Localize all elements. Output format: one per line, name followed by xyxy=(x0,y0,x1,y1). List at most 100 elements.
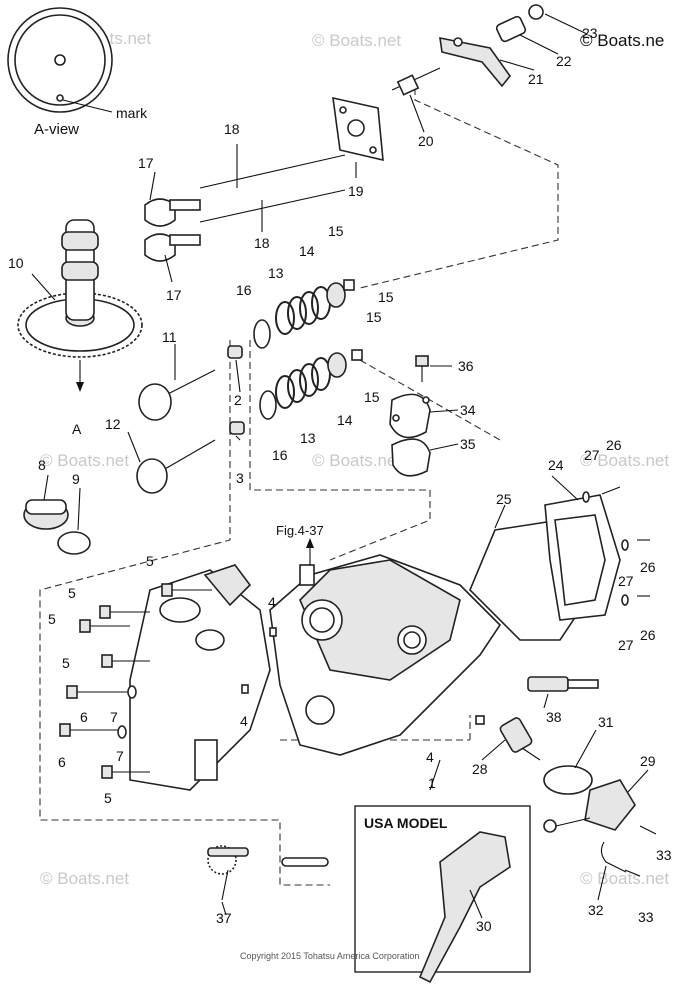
callout-24: 24 xyxy=(548,457,564,473)
callout-22: 22 xyxy=(556,53,572,69)
valve-springs xyxy=(253,279,363,420)
governor-assembly xyxy=(207,845,329,901)
usa-model-title: USA MODEL xyxy=(364,815,448,831)
watermark: © Boats.net xyxy=(40,869,129,888)
callout-6: 6 xyxy=(58,754,66,770)
callout-31: 31 xyxy=(598,714,614,730)
callout-5: 5 xyxy=(62,655,70,671)
callout-10: 10 xyxy=(8,255,24,271)
stud-bolt xyxy=(391,67,441,96)
leader-lines xyxy=(31,13,649,919)
thermostat-cover xyxy=(543,779,636,833)
callout-11: 11 xyxy=(162,329,177,345)
callout-32: 32 xyxy=(588,902,604,918)
thermostat-bracket xyxy=(439,36,512,88)
callout-25: 25 xyxy=(496,491,512,507)
callout-15: 15 xyxy=(328,223,344,239)
copyright-text: Copyright 2015 Tohatsu America Corporati… xyxy=(240,951,419,961)
callout-27: 27 xyxy=(618,637,634,653)
intake-valve xyxy=(138,369,216,421)
dowel-pins xyxy=(241,627,485,725)
exhaust-valve xyxy=(136,439,216,494)
callout-30: 30 xyxy=(476,918,492,934)
callout-26: 26 xyxy=(640,627,656,643)
cover-bolt xyxy=(415,355,429,382)
callout-33: 33 xyxy=(638,909,654,925)
oil-filler-cap xyxy=(23,499,69,530)
hose-fitting xyxy=(495,15,527,43)
callout-14: 14 xyxy=(299,243,315,259)
callout-27: 27 xyxy=(584,447,600,463)
callout-38: 38 xyxy=(546,709,562,725)
callout-7: 7 xyxy=(116,748,124,764)
cover-plate xyxy=(389,393,431,439)
callout-18: 18 xyxy=(224,121,240,137)
callout-14: 14 xyxy=(337,412,353,428)
callout-12: 12 xyxy=(105,416,121,432)
callout-13: 13 xyxy=(300,430,316,446)
watermark: © Boats.net xyxy=(580,451,669,470)
usa-model-box: USA MODEL xyxy=(354,805,531,984)
callout-4: 4 xyxy=(268,594,276,610)
callout-4: 4 xyxy=(240,713,248,729)
callout-28: 28 xyxy=(472,761,488,777)
watermark: © Boats.net xyxy=(312,31,401,50)
rocker-arms xyxy=(144,198,201,262)
callout-21: 21 xyxy=(528,71,544,87)
temp-sensor xyxy=(499,717,541,761)
callout-5: 5 xyxy=(68,585,76,601)
o-ring xyxy=(57,531,91,555)
callout-37: 37 xyxy=(216,910,232,926)
callout-19: 19 xyxy=(348,183,364,199)
callout-9: 9 xyxy=(72,471,80,487)
callout-23: 23 xyxy=(582,25,598,41)
callout-18: 18 xyxy=(254,235,270,251)
rocker-plate xyxy=(332,96,384,162)
watermark: © Boats.net xyxy=(40,451,129,470)
valve-guides xyxy=(227,345,245,435)
callout-4: 4 xyxy=(426,749,434,765)
callout-13: 13 xyxy=(268,265,284,281)
callout-5: 5 xyxy=(104,790,112,806)
callout-17: 17 xyxy=(166,287,182,303)
callout-20: 20 xyxy=(418,133,434,149)
camshaft-gear: A xyxy=(17,219,143,437)
cylinder-block xyxy=(269,538,502,756)
a-arrow-label: A xyxy=(72,421,82,437)
callout-6: 6 xyxy=(80,709,88,725)
cap-nut xyxy=(528,4,544,20)
watermark-top-right: © Boats.ne xyxy=(580,31,664,50)
callout-15: 15 xyxy=(378,289,394,305)
callout-35: 35 xyxy=(460,436,476,452)
callout-5: 5 xyxy=(146,553,154,569)
callout-7: 7 xyxy=(110,709,118,725)
push-rods xyxy=(199,154,346,223)
thermostat-gasket xyxy=(543,765,593,795)
callout-15: 15 xyxy=(366,309,382,325)
exhaust-bolts xyxy=(582,486,650,606)
callout-17: 17 xyxy=(138,155,154,171)
callout-1: 1 xyxy=(428,775,436,791)
bolts xyxy=(59,583,212,779)
callout-26: 26 xyxy=(640,559,656,575)
crankcase xyxy=(129,564,271,791)
callout-33: 33 xyxy=(656,847,672,863)
a-view-detail: mark A-view xyxy=(7,7,148,138)
mark-label: mark xyxy=(116,105,148,121)
callout-26: 26 xyxy=(606,437,622,453)
cover-gasket xyxy=(391,438,431,477)
callouts: 18 18 17 17 10 11 12 16 16 2 3 13 13 14 … xyxy=(8,25,672,934)
callout-16: 16 xyxy=(236,282,252,298)
spark-plug xyxy=(527,676,599,692)
callout-3: 3 xyxy=(236,470,244,486)
callout-29: 29 xyxy=(640,753,656,769)
watermark: © Boats.net xyxy=(312,451,401,470)
a-view-label: A-view xyxy=(34,121,79,138)
callout-34: 34 xyxy=(460,402,476,418)
clip xyxy=(600,841,627,873)
callout-36: 36 xyxy=(458,358,474,374)
callout-8: 8 xyxy=(38,457,46,473)
exhaust-cover xyxy=(544,494,621,621)
cover-screws xyxy=(624,825,657,877)
